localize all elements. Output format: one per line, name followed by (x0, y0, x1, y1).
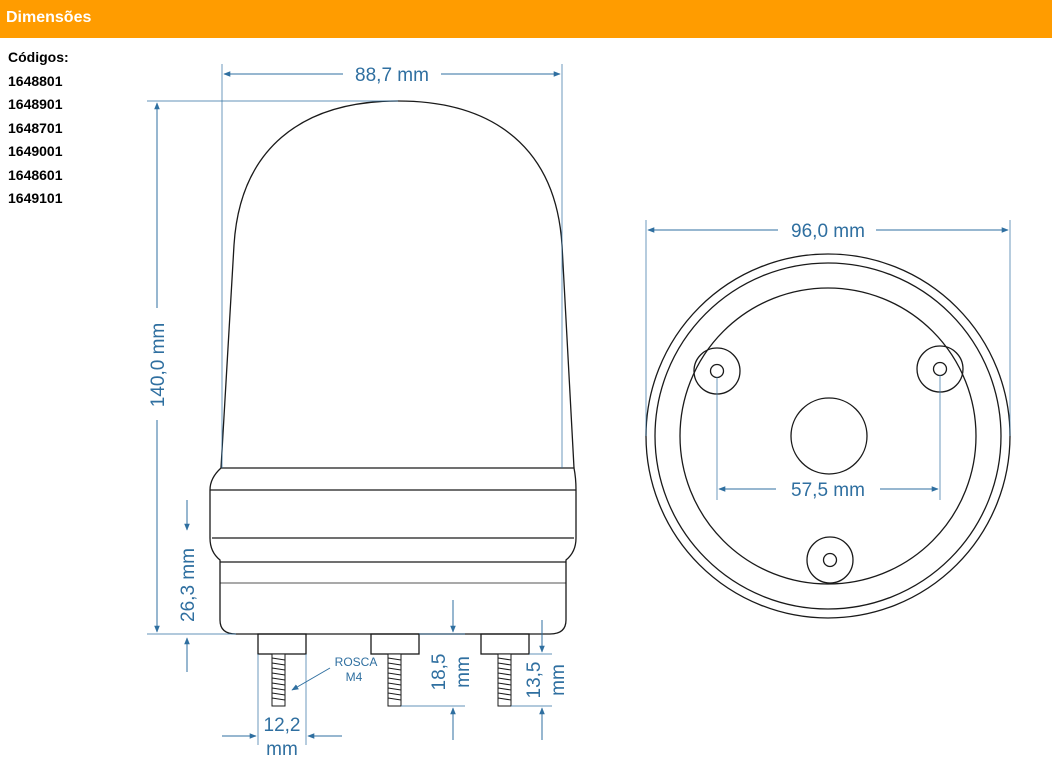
dimension-label: mm (266, 739, 298, 760)
bottom-view (645, 253, 1011, 619)
dimension-label: 96,0 mm (791, 221, 865, 242)
dimension-label: 18,5 (429, 654, 450, 691)
thread-label: M4 (346, 670, 363, 684)
codes-label: Códigos: (8, 49, 69, 65)
code-item: 1649101 (8, 190, 63, 206)
base-ring (209, 467, 577, 635)
code-item: 1648901 (8, 96, 63, 112)
foot-block (480, 633, 530, 655)
dimension-label: 26,3 mm (178, 548, 199, 622)
center-hole (790, 397, 868, 475)
code-item: 1648701 (8, 119, 63, 136)
dome-outline (220, 100, 575, 469)
mount-hole (806, 536, 854, 584)
bottom-dimension-labels: 96,0 mm 57,5 mm (791, 221, 865, 501)
side-dimensions (147, 64, 563, 745)
dimension-label: 140,0 mm (148, 323, 169, 407)
foot-block (370, 633, 420, 655)
code-item: 1648601 (8, 166, 63, 183)
codes-list: Códigos: 1648801 1648901 1648701 1649001… (8, 46, 69, 211)
thread-label: ROSCA (335, 655, 378, 669)
dimension-label: 57,5 mm (791, 480, 865, 501)
side-view (209, 100, 577, 707)
dimension-label: 12,2 (264, 715, 301, 736)
code-item: 1649001 (8, 143, 63, 159)
threaded-stud (497, 653, 512, 707)
dimension-label: 88,7 mm (355, 65, 429, 86)
section-title: Dimensões (6, 9, 92, 26)
bottom-dimensions (645, 220, 1011, 500)
header-bar: Dimensões (0, 0, 1052, 38)
foot-block (257, 633, 307, 655)
dimension-label: mm (548, 664, 569, 696)
threaded-stud (271, 653, 286, 707)
side-dimension-labels: 88,7 mm 140,0 mm 26,3 mm 18,5 mm 13,5 mm… (148, 65, 569, 760)
threaded-stud (387, 653, 402, 707)
dimension-label: mm (453, 656, 474, 688)
base-circle (679, 287, 977, 585)
outer-circle (645, 253, 1011, 619)
inner-circle (654, 262, 1002, 610)
dimension-label: 13,5 (524, 662, 545, 699)
code-item: 1648801 (8, 72, 63, 89)
